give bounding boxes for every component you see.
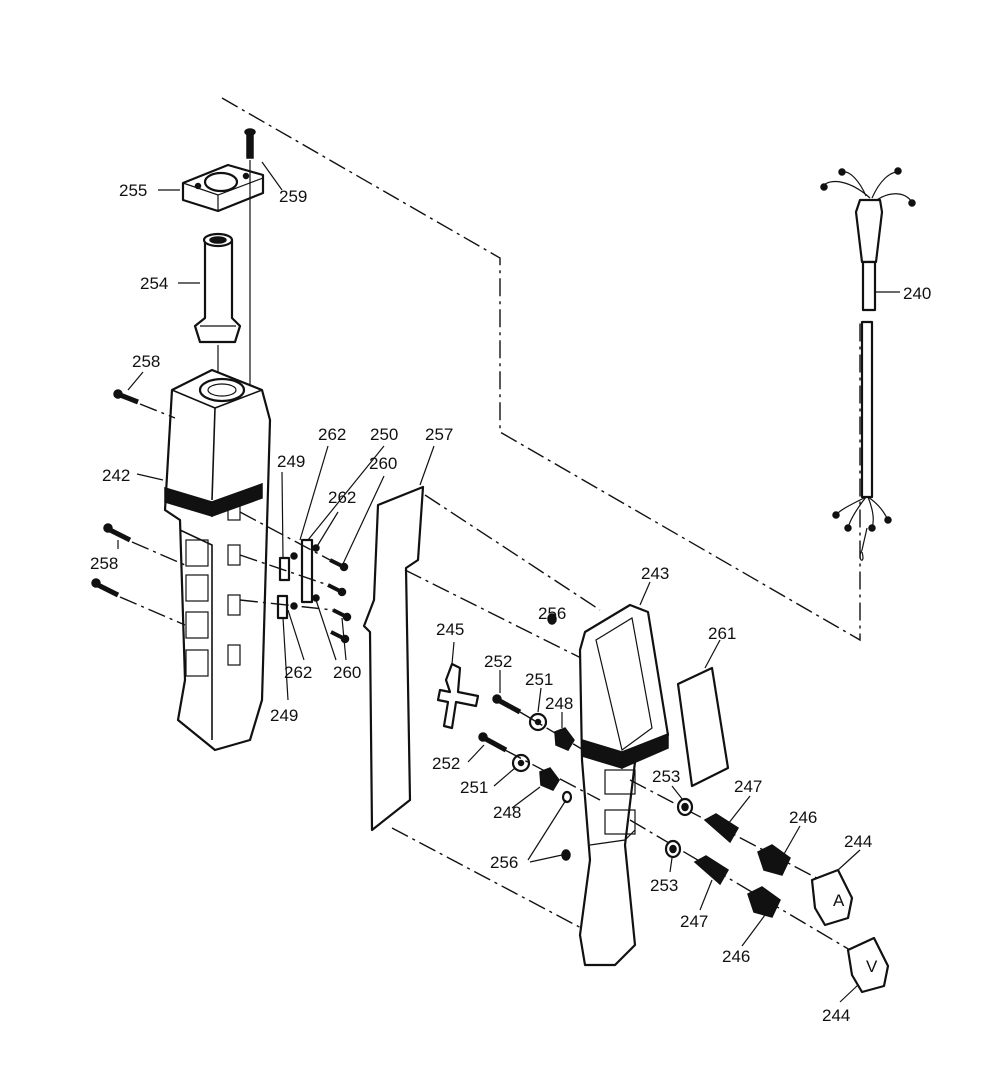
label-242: 242	[102, 466, 130, 485]
label-245: 245	[436, 620, 464, 639]
spring-lower	[693, 855, 730, 886]
label-253-upper: 253	[652, 767, 680, 786]
label-261: 261	[708, 624, 736, 643]
housing-screw-upper	[113, 389, 176, 419]
label-260-lower: 260	[333, 663, 361, 682]
label-247-upper: 247	[734, 777, 762, 796]
label-249-lower: 249	[270, 706, 298, 725]
spring-upper	[703, 813, 740, 844]
label-244-upper: 244	[844, 832, 872, 851]
label-244-lower: 244	[822, 1006, 850, 1025]
label-262-lower: 262	[284, 663, 312, 682]
cable-route-line	[221, 97, 861, 642]
label-249-upper: 249	[277, 452, 305, 471]
label-248-upper: 248	[545, 694, 573, 713]
label-plate	[676, 666, 730, 788]
button-insert-upper	[757, 844, 791, 876]
interlock-bracket	[436, 662, 480, 730]
label-258-upper: 258	[132, 352, 160, 371]
cable-tube	[193, 232, 242, 344]
label-240: 240	[903, 284, 931, 303]
mounting-flange	[181, 163, 265, 213]
label-251-upper: 251	[525, 670, 553, 689]
label-248-lower: 248	[493, 803, 521, 822]
part-labels: 240 242 243 244 244 245 246 246 247 247 …	[90, 181, 931, 1025]
washer-right-lower	[664, 839, 682, 859]
label-259: 259	[279, 187, 307, 206]
button-screw-lower	[478, 732, 508, 753]
contact-plate-lower	[276, 594, 289, 620]
retaining-ring-middle	[561, 790, 573, 804]
label-243: 243	[641, 564, 669, 583]
button-screw-upper	[492, 694, 522, 715]
label-260-upper: 260	[369, 454, 397, 473]
label-246-lower: 246	[722, 947, 750, 966]
label-252-lower: 252	[432, 754, 460, 773]
flange-screw	[244, 128, 256, 159]
label-247-lower: 247	[680, 912, 708, 931]
control-cable	[820, 167, 916, 561]
label-258-lower: 258	[90, 554, 118, 573]
leader-lines	[117, 161, 900, 1003]
rear-housing	[163, 368, 272, 752]
housing-screw-lower-1	[103, 523, 186, 566]
housing-screw-lower-2	[91, 578, 186, 626]
label-256-lower: 256	[490, 853, 518, 872]
retaining-ring-lower	[561, 849, 571, 861]
label-246-upper: 246	[789, 808, 817, 827]
washer-lower	[511, 753, 531, 773]
label-252-upper: 252	[484, 652, 512, 671]
contact-bar	[300, 538, 314, 604]
label-251-lower: 251	[460, 778, 488, 797]
button-insert-lower	[747, 886, 781, 918]
label-262-middle: 262	[328, 488, 356, 507]
pushbutton-cap-down: V	[846, 936, 890, 994]
washer-right-upper	[676, 797, 694, 817]
label-254: 254	[140, 274, 168, 293]
label-255: 255	[119, 181, 147, 200]
gasket	[362, 485, 425, 832]
plunger-upper	[554, 727, 575, 751]
pushbutton-mark-up: A	[833, 891, 845, 910]
washer-upper	[528, 712, 548, 732]
label-253-lower: 253	[650, 876, 678, 895]
plunger-lower	[539, 767, 560, 791]
label-250: 250	[370, 425, 398, 444]
pushbutton-cap-up: A	[810, 868, 854, 927]
label-262-upper: 262	[318, 425, 346, 444]
pushbutton-mark-down: V	[866, 957, 878, 976]
label-256-upper: 256	[538, 604, 566, 623]
label-257: 257	[425, 425, 453, 444]
contact-screws	[239, 511, 352, 644]
